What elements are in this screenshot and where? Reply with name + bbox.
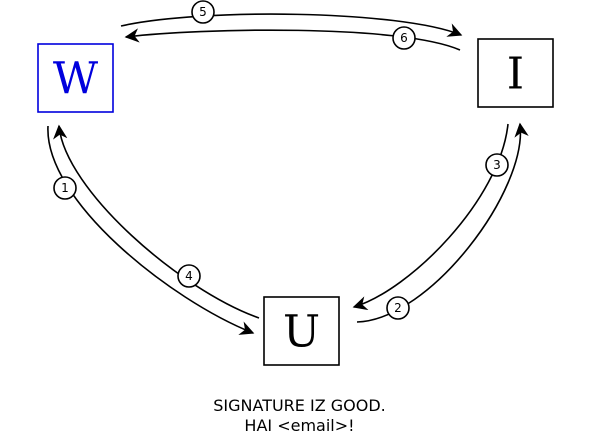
edge-1-w-to-u xyxy=(47,125,255,335)
node-w: W xyxy=(37,43,114,113)
node-i-box xyxy=(477,38,554,108)
node-w-label: W xyxy=(53,54,99,105)
step-badge-2: 2 xyxy=(386,296,410,320)
step-badge-4: 4 xyxy=(177,264,201,288)
step-badge-6-label: 6 xyxy=(400,31,408,45)
node-i: I xyxy=(477,38,554,108)
step-badge-6: 6 xyxy=(392,26,416,50)
node-u-label: U xyxy=(283,307,320,358)
step-badge-3: 3 xyxy=(485,153,509,177)
caption-line-1: SIGNATURE IZ GOOD. xyxy=(213,396,386,415)
step-badge-5: 5 xyxy=(191,0,215,24)
node-w-box xyxy=(37,43,114,113)
edge-5-w-to-i xyxy=(120,13,463,37)
step-badge-2-label: 2 xyxy=(394,301,402,315)
node-i-label: I xyxy=(507,49,524,100)
step-badge-3-label: 3 xyxy=(493,158,501,172)
step-badge-1-label: 1 xyxy=(61,181,69,195)
diagram-canvas: 1 2 3 4 5 6 W I xyxy=(37,0,554,366)
step-badge-5-label: 5 xyxy=(199,5,207,19)
edge-6-i-to-w xyxy=(124,28,461,51)
caption: SIGNATURE IZ GOOD. HAI <email>! xyxy=(0,396,599,436)
step-badge-1: 1 xyxy=(53,176,77,200)
edge-2-u-to-i xyxy=(356,122,529,323)
edge-3-i-to-u xyxy=(352,123,509,311)
node-u: U xyxy=(263,296,340,366)
edge-4-u-to-w xyxy=(53,124,260,319)
caption-line-2: HAI <email>! xyxy=(244,416,355,435)
step-badge-4-label: 4 xyxy=(185,269,193,283)
node-u-box xyxy=(263,296,340,366)
